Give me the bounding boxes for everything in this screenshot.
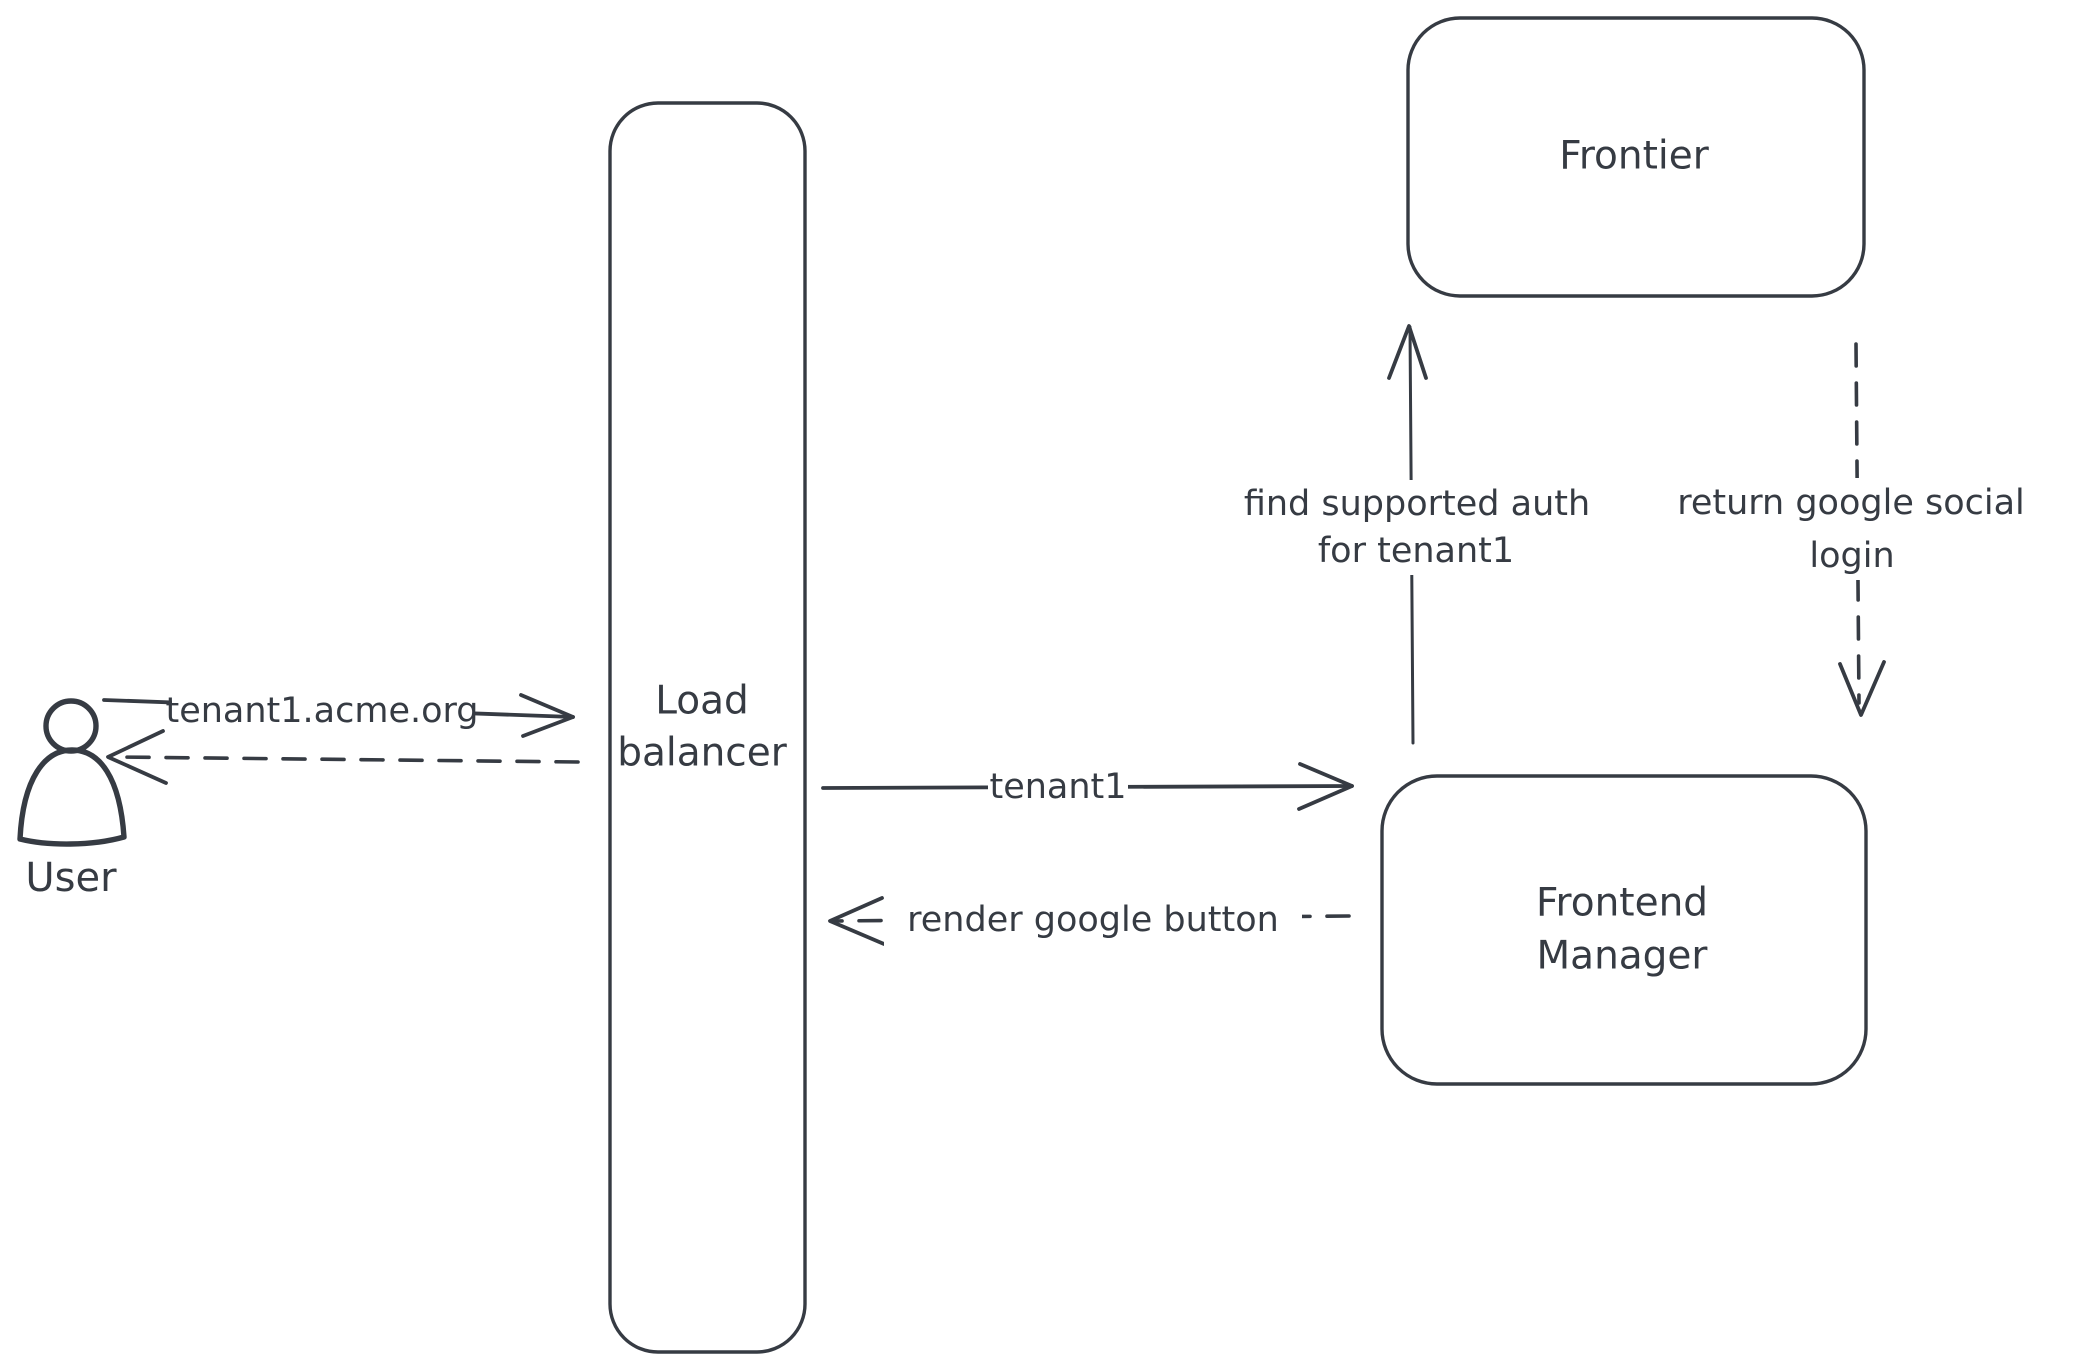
- edge-frontend-manager-to-load-balancer-arrowhead: [828, 896, 886, 946]
- edge-frontier-to-frontend-manager-label-line2: login: [1809, 536, 1894, 576]
- load-balancer-label-line1: Load: [655, 679, 749, 724]
- user-head: [43, 698, 99, 754]
- node-load-balancer: Load balancer: [608, 101, 807, 1354]
- edge-load-balancer-to-frontend-manager-label: tenant1: [989, 767, 1126, 807]
- edge-frontend-manager-to-frontier-label-bg-line1: [1214, 480, 1620, 527]
- edge-frontend-manager-to-load-balancer: render google button: [828, 892, 1351, 948]
- load-balancer-label-line2: balancer: [617, 731, 788, 776]
- edge-load-balancer-to-user-line: [114, 755, 580, 764]
- edge-load-balancer-to-frontend-manager-label-bg: [988, 762, 1128, 812]
- edge-frontier-to-frontend-manager-arrowhead: [1838, 660, 1886, 717]
- edge-frontend-manager-to-frontier-arrowhead: [1387, 324, 1428, 380]
- edge-frontier-to-frontend-manager: return google social login: [1650, 342, 2050, 717]
- edge-frontend-manager-to-load-balancer-label-bg: [884, 892, 1302, 948]
- edge-user-to-load-balancer-arrowhead: [519, 693, 575, 738]
- edge-load-balancer-to-frontend-manager: tenant1: [821, 762, 1354, 812]
- frontier-label: Frontier: [1559, 134, 1709, 179]
- user-label: User: [25, 855, 117, 901]
- frontier-box: [1406, 16, 1866, 298]
- edge-user-to-load-balancer-label-bg: [172, 684, 474, 736]
- frontend-manager-box: [1380, 774, 1868, 1086]
- edge-user-to-load-balancer-label: tenant1.acme.org: [165, 691, 478, 731]
- load-balancer-box: [608, 101, 807, 1354]
- edge-load-balancer-to-user-arrowhead: [106, 729, 168, 785]
- edge-load-balancer-to-frontend-manager-arrowhead: [1297, 762, 1354, 811]
- edge-frontend-manager-to-frontier: find supported auth for tenant1: [1214, 324, 1620, 745]
- node-frontend-manager: Frontend Manager: [1380, 774, 1868, 1086]
- user-body: [17, 747, 127, 847]
- edge-frontend-manager-to-frontier-label-line2: for tenant1: [1318, 531, 1514, 571]
- edge-frontier-to-frontend-manager-label-line1: return google social: [1677, 483, 2025, 523]
- edge-frontend-manager-to-frontier-label-bg-line2: [1300, 527, 1530, 575]
- edge-frontier-to-frontend-manager-label-bg-line2: [1786, 530, 1916, 580]
- node-frontier: Frontier: [1406, 16, 1866, 298]
- edge-user-to-load-balancer: tenant1.acme.org: [102, 684, 575, 738]
- user-actor: User: [17, 698, 127, 901]
- edge-frontend-manager-to-frontier-label-line1: find supported auth: [1244, 484, 1590, 524]
- edge-frontier-to-frontend-manager-label-bg-line1: [1650, 478, 2050, 526]
- edge-load-balancer-to-user: [106, 729, 580, 785]
- frontend-manager-label-line2: Manager: [1537, 934, 1709, 979]
- frontend-manager-label-line1: Frontend: [1536, 881, 1708, 926]
- edge-frontend-manager-to-load-balancer-label: render google button: [907, 900, 1279, 940]
